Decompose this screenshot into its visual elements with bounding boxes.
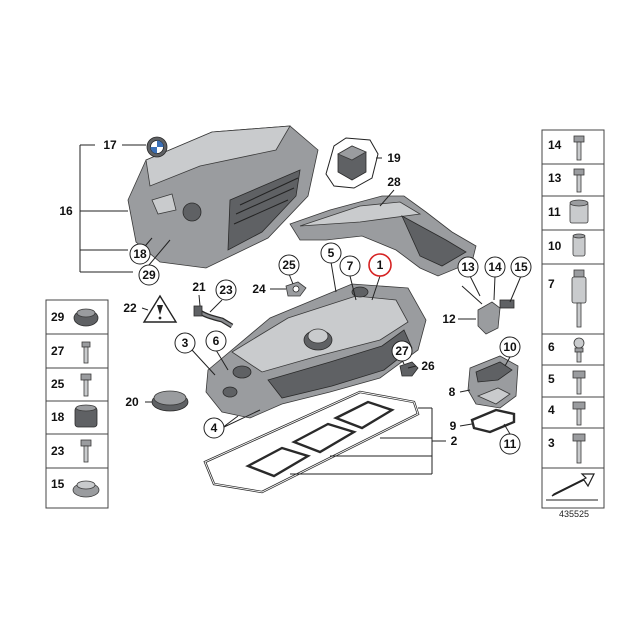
right-panel-item-3: 3 [548,436,555,450]
warning-triangle-icon [142,294,178,323]
emblem-part [146,136,168,158]
callout-28: 28 [387,175,401,189]
left-panel-item-23: 23 [51,444,65,458]
bracket-part [285,281,307,297]
callout-9: 9 [450,419,457,433]
left-panel-item-25: 25 [51,377,65,391]
oil-filler-cap-part [151,390,189,412]
callout-16-label: 16 [59,204,73,218]
callout-24: 24 [252,282,266,296]
callout-1-label: 1 [377,258,384,272]
callout-6-label: 6 [213,334,220,348]
callout-25-label: 25 [282,258,296,272]
callout-15: 15 [510,256,532,278]
callout-4: 4 [203,417,225,439]
left-panel-item-29: 29 [51,310,65,324]
drawing-number: 435525 [559,509,589,519]
callout-5-label: 5 [328,246,335,260]
callout-4-label: 4 [211,421,218,435]
callout-15-label: 15 [514,260,528,274]
right-panel-item-6: 6 [548,340,555,354]
callout-13: 13 [457,256,479,278]
callout-19: 19 [387,151,401,165]
callout-17-label: 17 [103,138,117,152]
callout-18: 18 [129,243,151,265]
callout-22: 22 [123,301,137,315]
callout-12-label: 12 [442,312,456,326]
vent-hose-part [193,305,234,329]
callout-3: 3 [174,332,196,354]
callout-25: 25 [278,254,300,276]
separator-gasket-part [470,408,516,434]
callout-19-label: 19 [387,151,401,165]
callout-2-label: 2 [451,434,458,448]
right-panel-item-10: 10 [548,239,562,253]
callout-24-label: 24 [252,282,266,296]
callout-8-label: 8 [449,385,456,399]
right-panel-item-11: 11 [548,205,561,219]
callout-16: 16 [59,204,73,218]
oil-separator-part [467,355,519,409]
callout-7: 7 [339,255,361,277]
left-parts-panel: 29 27 25 18 23 15 [45,299,109,509]
callout-2: 2 [451,434,458,448]
callout-20: 20 [125,395,139,409]
callout-10: 10 [499,336,521,358]
callout-11: 11 [499,433,521,455]
callout-22-label: 22 [123,301,137,315]
callout-18-label: 18 [133,247,147,261]
callout-5: 5 [320,242,342,264]
callout-7-label: 7 [347,259,354,273]
engine-cover-part [127,125,319,269]
right-panel-item-4: 4 [548,403,555,417]
callout-14-label: 14 [488,260,502,274]
right-parts-panel: 14 13 11 10 7 6 5 4 3 [541,129,605,509]
right-panel-item-13: 13 [548,171,562,185]
callout-23: 23 [215,279,237,301]
callout-27-label: 27 [395,344,409,358]
continue-arrow-icon [546,473,598,501]
callout-20-label: 20 [125,395,139,409]
left-panel-item-18: 18 [51,410,65,424]
callout-3-label: 3 [182,336,189,350]
grommet-part [399,361,419,377]
right-panel-item-5: 5 [548,372,555,386]
callout-27: 27 [391,340,413,362]
callout-23-label: 23 [219,283,233,297]
callout-8: 8 [449,385,456,399]
left-panel-item-27: 27 [51,344,65,358]
callout-21-label: 21 [192,280,206,294]
rubber-mount-inset [325,137,379,189]
right-panel-item-7: 7 [548,277,555,291]
leader-lines [79,144,522,475]
callout-13-label: 13 [461,260,475,274]
callout-1-circle [368,253,392,277]
callout-29: 29 [138,264,160,286]
callout-11-label: 11 [504,437,517,451]
callout-17: 17 [103,138,117,152]
left-panel-item-15: 15 [51,477,65,491]
right-panel-item-14: 14 [548,138,562,152]
callout-12: 12 [442,312,456,326]
callout-6: 6 [205,330,227,352]
callout-21: 21 [192,280,206,294]
callout-10-label: 10 [503,340,517,354]
callout-26-label: 26 [421,359,435,373]
callout-9-label: 9 [450,419,457,433]
callout-28-label: 28 [387,175,401,189]
gasket-set-part [203,390,420,494]
callout-26: 26 [421,359,435,373]
sensor-part [461,285,515,335]
callout-14: 14 [484,256,506,278]
callout-1: 1 [368,253,392,277]
callout-29-label: 29 [142,268,156,282]
